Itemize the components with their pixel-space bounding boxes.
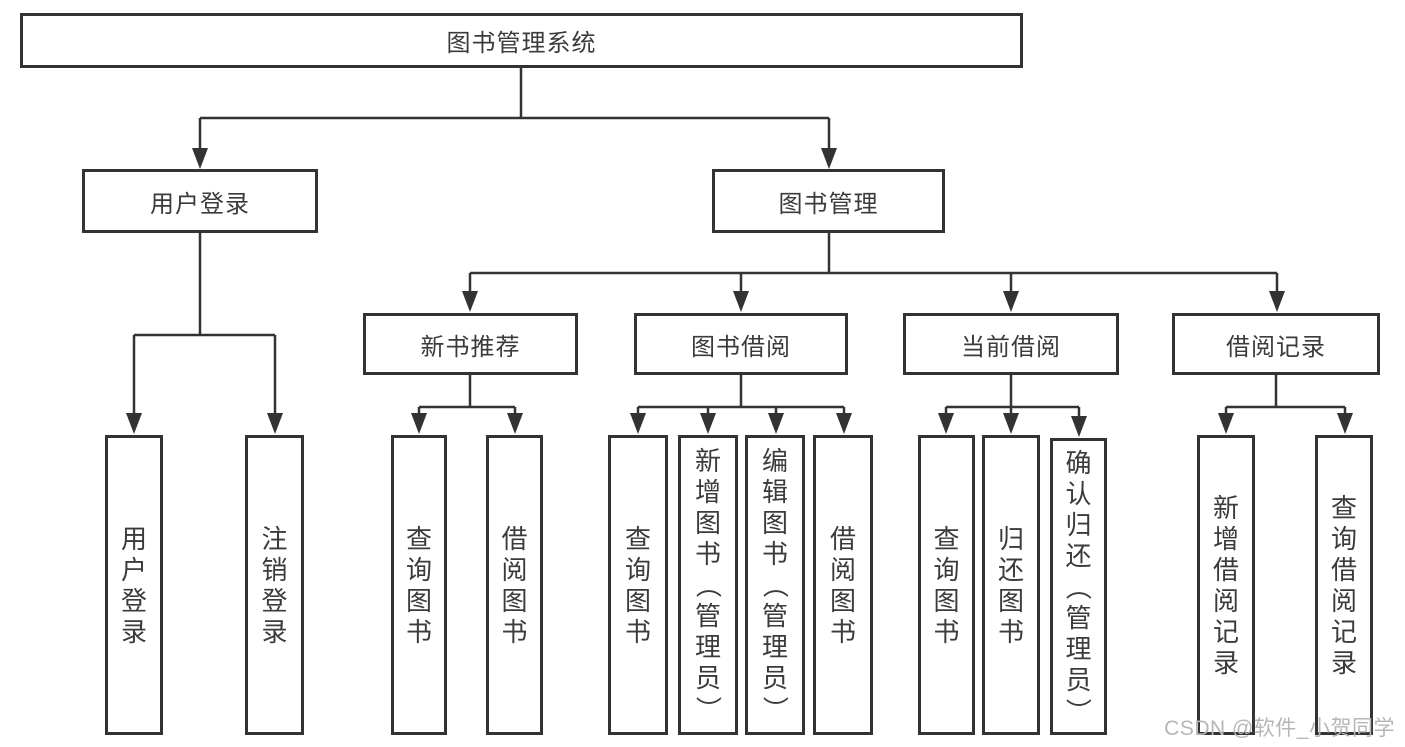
node-book-borrowing: 图书借阅: [634, 313, 848, 375]
leaf-query-borrow-record: 查询借阅记录: [1315, 435, 1373, 735]
leaf-logout: 注销登录: [245, 435, 304, 735]
leaf-add-borrow-record: 新增借阅记录: [1197, 435, 1255, 735]
leaf-borrow-books-recommendation: 借阅图书: [486, 435, 543, 735]
node-current-borrowing: 当前借阅: [903, 313, 1119, 375]
leaf-query-books-current: 查询图书: [918, 435, 975, 735]
leaf-add-book-admin: 新增图书（管理员）: [678, 435, 738, 735]
leaf-edit-book-admin: 编辑图书（管理员）: [745, 435, 805, 735]
arrowheads: [126, 148, 1353, 437]
csdn-watermark: CSDN @软件_小贺同学: [1164, 717, 1395, 740]
node-root: 图书管理系统: [20, 13, 1023, 68]
node-new-book-recommendation: 新书推荐: [363, 313, 578, 375]
node-user-login-branch: 用户登录: [82, 169, 318, 233]
node-borrowing-records: 借阅记录: [1172, 313, 1380, 375]
leaf-return-books: 归还图书: [982, 435, 1040, 735]
node-book-management: 图书管理: [712, 169, 945, 233]
leaf-borrow-books-borrowing: 借阅图书: [813, 435, 873, 735]
leaf-confirm-return-admin: 确认归还（管理员）: [1050, 438, 1107, 735]
leaf-query-books-recommendation: 查询图书: [391, 435, 447, 735]
leaf-user-login: 用户登录: [105, 435, 163, 735]
leaf-query-books-borrowing: 查询图书: [608, 435, 668, 735]
